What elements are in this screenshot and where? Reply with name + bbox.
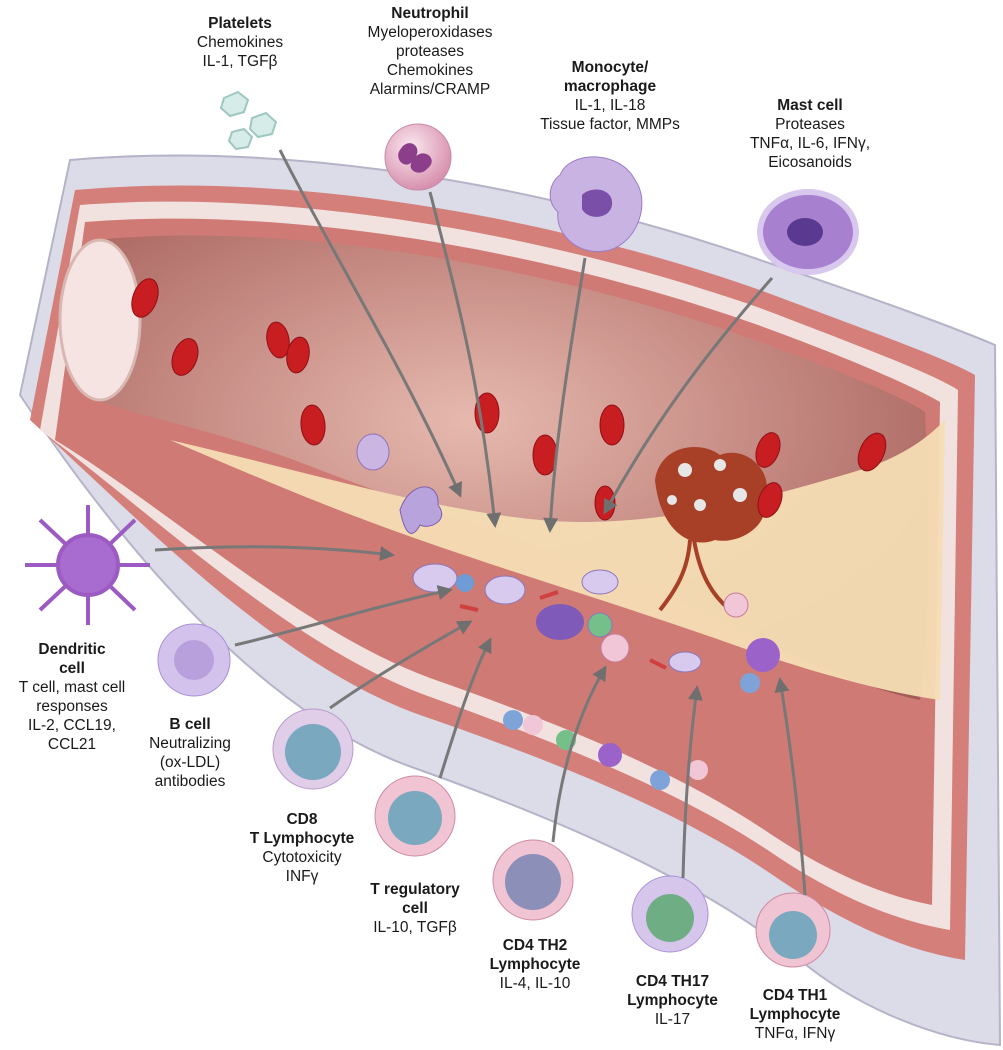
th17-title-1: CD4 TH17 bbox=[635, 973, 710, 990]
th2-title-1: CD4 TH2 bbox=[502, 937, 568, 954]
th17-lymphocyte-cell bbox=[631, 875, 709, 953]
th1-line-1: TNFα, IFNγ bbox=[754, 1025, 836, 1042]
dendritic-cell bbox=[25, 505, 150, 625]
th2-line-1: IL-4, IL-10 bbox=[499, 975, 571, 992]
platelets-label: Platelets Chemokines IL-1, TGFβ bbox=[185, 14, 295, 71]
mast-line-1: Proteases bbox=[775, 116, 845, 133]
platelets-line-1: Chemokines bbox=[196, 34, 284, 51]
neutrophil-line-2: proteases bbox=[395, 43, 465, 60]
dendritic-line-2: responses bbox=[36, 698, 108, 715]
monocyte-title-1: Monocyte/ bbox=[571, 59, 649, 76]
th1-label: CD4 TH1 Lymphocyte TNFα, IFNγ bbox=[735, 986, 855, 1043]
bcell-line-1: Neutralizing bbox=[149, 735, 231, 752]
red-blood-cells bbox=[131, 278, 887, 521]
monocyte-label: Monocyte/ macrophage IL-1, IL-18 Tissue … bbox=[525, 58, 695, 134]
cell-migration-arrows bbox=[154, 149, 807, 896]
treg-line-1: IL-10, TGFβ bbox=[373, 919, 457, 936]
monocyte-line-1: IL-1, IL-18 bbox=[574, 97, 646, 114]
cd8-label: CD8 T Lymphocyte Cytotoxicity INFγ bbox=[232, 810, 372, 886]
bcell-line-2: (ox-LDL) bbox=[159, 754, 221, 771]
th2-lymphocyte-cell bbox=[492, 839, 574, 921]
bcell-title: B cell bbox=[169, 716, 211, 733]
th1-title-1: CD4 TH1 bbox=[762, 987, 828, 1004]
platelets-title: Platelets bbox=[208, 15, 272, 32]
dendritic-line-3: IL-2, CCL19, bbox=[28, 717, 116, 734]
mast-line-3: Eicosanoids bbox=[768, 154, 852, 171]
treg-label: T regulatory cell IL-10, TGFβ bbox=[345, 880, 485, 937]
neutrophil-title: Neutrophil bbox=[391, 5, 469, 22]
b-cell bbox=[157, 623, 231, 697]
mast-cell bbox=[757, 189, 859, 275]
th2-label: CD4 TH2 Lymphocyte IL-4, IL-10 bbox=[470, 936, 600, 993]
cd8-line-1: Cytotoxicity bbox=[262, 849, 342, 866]
mast-title: Mast cell bbox=[777, 97, 843, 114]
th2-title-2: Lymphocyte bbox=[489, 956, 581, 973]
neutrophil-cell bbox=[384, 123, 452, 191]
platelets-line-2: IL-1, TGFβ bbox=[202, 53, 278, 70]
dendritic-line-1: T cell, mast cell bbox=[18, 679, 126, 696]
cd8-title-1: CD8 bbox=[286, 811, 318, 828]
th1-title-2: Lymphocyte bbox=[749, 1006, 841, 1023]
treg-cell bbox=[374, 775, 456, 857]
dendritic-title-1: Dendritic bbox=[38, 641, 106, 658]
plaque bbox=[170, 420, 945, 700]
monocyte-title-2: macrophage bbox=[563, 78, 657, 95]
neutrophil-line-1: Myeloperoxidases bbox=[367, 24, 493, 41]
treg-title-1: T regulatory bbox=[370, 881, 460, 898]
mast-cell-label: Mast cell Proteases TNFα, IL-6, IFNγ, Ei… bbox=[735, 96, 885, 172]
thrombus bbox=[655, 447, 767, 612]
cd8-line-2: INFγ bbox=[285, 868, 319, 885]
dendritic-cell-label: Dendritic cell T cell, mast cell respons… bbox=[2, 640, 142, 754]
cd8-lymphocyte-cell bbox=[272, 708, 354, 790]
mast-line-2: TNFα, IL-6, IFNγ, bbox=[749, 135, 871, 152]
dendritic-line-4: CCL21 bbox=[47, 736, 97, 753]
b-cell-label: B cell Neutralizing (ox-LDL) antibodies bbox=[130, 715, 250, 791]
monocyte-cell bbox=[549, 156, 643, 253]
th17-label: CD4 TH17 Lymphocyte IL-17 bbox=[610, 972, 735, 1029]
dendritic-title-2: cell bbox=[59, 660, 85, 677]
th17-line-1: IL-17 bbox=[654, 1011, 691, 1028]
neutrophil-line-4: Alarmins/CRAMP bbox=[369, 81, 491, 98]
bcell-line-3: antibodies bbox=[154, 773, 226, 790]
platelets-cell bbox=[219, 90, 278, 151]
th1-lymphocyte-cell bbox=[755, 892, 831, 968]
neutrophil-line-3: Chemokines bbox=[386, 62, 474, 79]
cd8-title-2: T Lymphocyte bbox=[249, 830, 355, 847]
neutrophil-label: Neutrophil Myeloperoxidases proteases Ch… bbox=[350, 4, 510, 99]
monocyte-line-2: Tissue factor, MMPs bbox=[540, 116, 680, 133]
th17-title-2: Lymphocyte bbox=[627, 992, 718, 1009]
plaque-cells bbox=[356, 433, 780, 790]
treg-title-2: cell bbox=[402, 900, 428, 917]
